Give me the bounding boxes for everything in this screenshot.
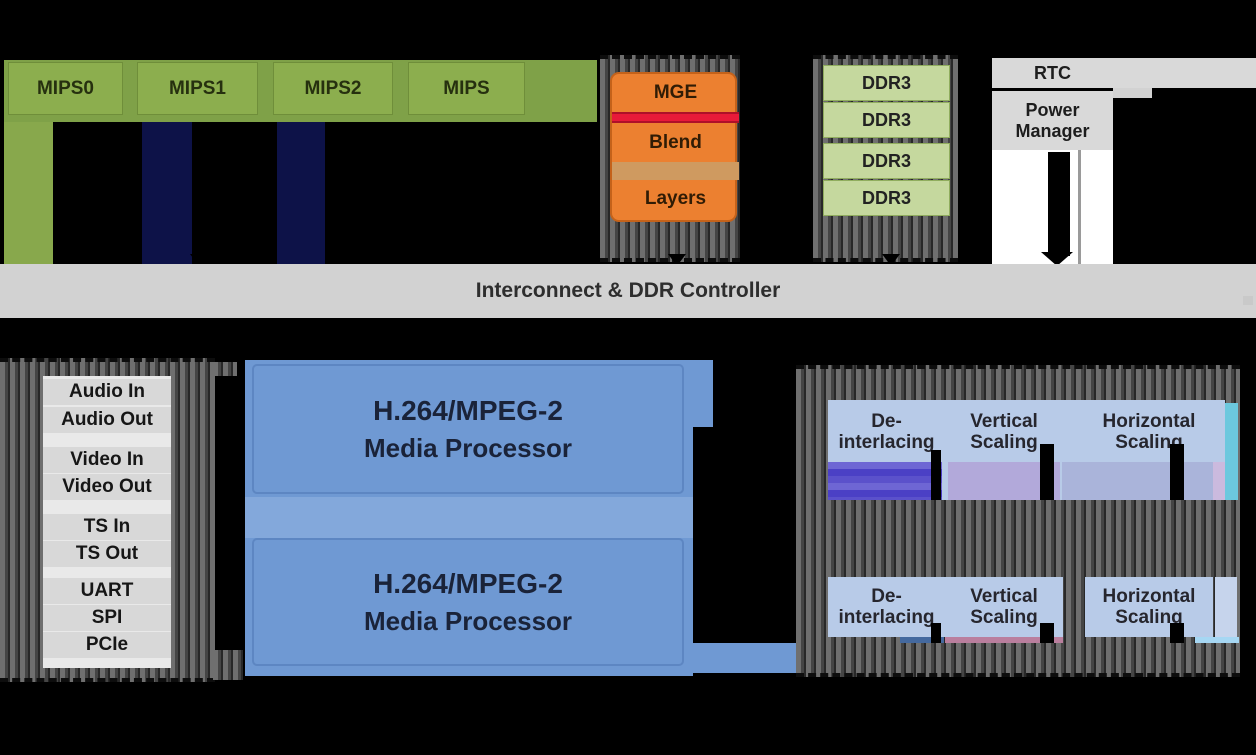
row2-tick-1 <box>931 623 941 643</box>
ddr3-block-3: DDR3 <box>823 143 950 179</box>
io-block-pcie: PCIe <box>43 632 171 658</box>
blend-tan-stripe <box>612 162 739 180</box>
row2-tick-2 <box>1040 623 1054 643</box>
row1-cyan-stripe <box>1225 403 1238 500</box>
row1-tick-3 <box>1170 444 1184 500</box>
media-processor-2-title: H.264/MPEG-2 <box>373 567 563 599</box>
mips0-block: MIPS0 <box>8 62 123 115</box>
ddr3-block-1: DDR3 <box>823 65 950 101</box>
media-processor-2: H.264/MPEG-2 Media Processor <box>252 538 684 666</box>
mips3-block: MIPS <box>408 62 525 115</box>
top-right-strip <box>1113 58 1256 88</box>
interconnect-right-nub <box>1243 296 1253 305</box>
row2-darkblue-stripe <box>900 637 944 643</box>
ddr3-block-2: DDR3 <box>823 102 950 138</box>
power-arrow-down-icon <box>1041 252 1073 266</box>
io-block-spi: SPI <box>43 605 171 631</box>
horizontal-scaling-periwinkle-band <box>1062 462 1213 500</box>
mips1-block: MIPS1 <box>137 62 258 115</box>
interconnect-bar: Interconnect & DDR Controller <box>0 264 1256 318</box>
io-block-ts-out: TS Out <box>43 541 171 567</box>
cpu-bus-column <box>4 122 53 264</box>
mge-block: MGE <box>653 82 698 104</box>
cache-bus-column-1 <box>142 122 192 264</box>
mips2-block: MIPS2 <box>273 62 393 115</box>
top-right-step <box>1113 88 1152 98</box>
mge-arrow-down-icon <box>668 254 686 266</box>
horizontal-scaling-block-row1: Horizontal Scaling <box>1102 410 1196 453</box>
media-processor-1: H.264/MPEG-2 Media Processor <box>252 364 684 494</box>
mips3-arrow-down-icon <box>457 254 475 266</box>
mge-red-stripe <box>612 112 739 123</box>
media-processor-tab-bottom <box>688 643 796 673</box>
horizontal-scaling-block-row2: Horizontal Scaling <box>1085 577 1213 637</box>
deinterlace-indigo-band <box>828 462 942 500</box>
ddr-arrow-down-icon <box>882 254 900 266</box>
io-group-bottom-step <box>213 650 243 680</box>
row1-tick-2 <box>1040 444 1054 500</box>
cache-bus-column-2 <box>277 122 325 264</box>
media-processor-band <box>245 497 693 538</box>
layers-block: Layers <box>644 188 707 210</box>
io-block-uart: UART <box>43 578 171 604</box>
row1-pink-stripe <box>1213 462 1225 500</box>
io-block-video-in: Video In <box>43 447 171 473</box>
media-processor-1-title: H.264/MPEG-2 <box>373 394 563 426</box>
mips0-arrow-down-icon <box>53 254 71 266</box>
row1-tick-1 <box>931 450 941 500</box>
rtc-block: RTC <box>992 58 1113 88</box>
mips1-arrow-down-icon <box>190 254 208 266</box>
row2-lightblue-stripe <box>1195 637 1239 643</box>
deinterlacing-block-row1: De-interlacing <box>838 410 935 453</box>
io-block-audio-in: Audio In <box>43 379 171 405</box>
io-group-top-step <box>213 362 237 376</box>
vertical-scaling-block-row1: Vertical Scaling <box>970 410 1038 453</box>
row2-right-block <box>1215 577 1237 643</box>
display-engine-panel: MGE Blend Layers <box>610 72 739 222</box>
io-block-ts-in: TS In <box>43 514 171 540</box>
media-processor-tab-top <box>688 360 713 427</box>
io-block-video-out: Video Out <box>43 474 171 500</box>
media-processor-1-subtitle: Media Processor <box>363 432 573 463</box>
row2-tick-3 <box>1170 623 1184 643</box>
power-manager-block: Power Manager <box>992 91 1113 150</box>
mips2-arrow-down-icon <box>325 254 343 266</box>
blend-block: Blend <box>649 131 702 153</box>
power-arrow-shaft <box>1048 152 1070 256</box>
deinterlacing-block-row2: De-interlacing <box>828 577 945 637</box>
media-processor-2-subtitle: Media Processor <box>363 605 573 636</box>
ddr3-block-4: DDR3 <box>823 180 950 216</box>
power-bus-line <box>1078 150 1081 264</box>
io-block-audio-out: Audio Out <box>43 407 171 433</box>
row2-mauve-stripe <box>945 637 1063 643</box>
